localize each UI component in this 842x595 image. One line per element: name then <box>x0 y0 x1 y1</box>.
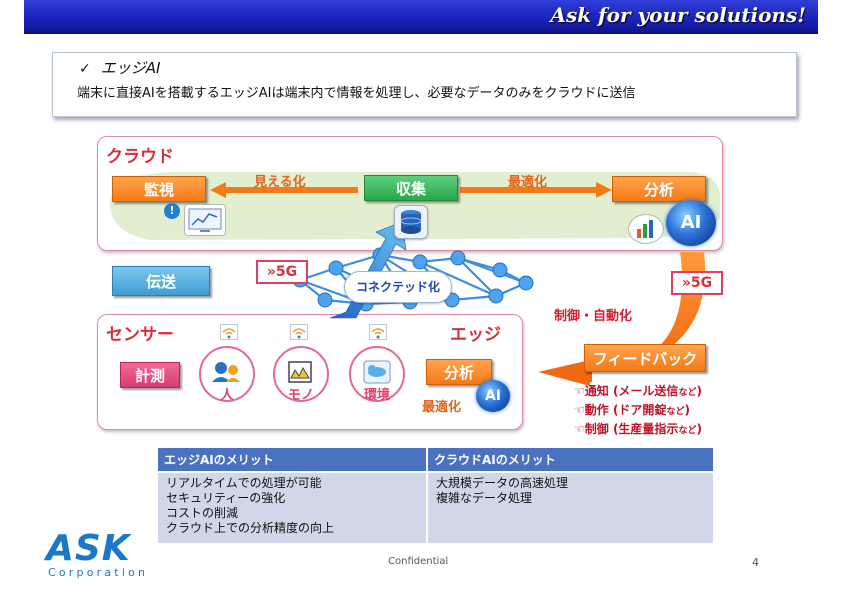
edge-merit-cell: リアルタイムでの処理が可能 セキュリティーの強化 コストの削減 クラウド上での分… <box>158 473 426 543</box>
cloud-merit-item: 複雑なデータ処理 <box>436 491 533 505</box>
thing-circle <box>273 346 329 402</box>
person-circle <box>199 346 255 402</box>
logo-name: ASK <box>46 528 131 569</box>
wifi-icon-environment <box>369 324 387 340</box>
top-banner: Ask for your solutions! <box>24 0 818 34</box>
monitor-button: 監視 <box>112 176 206 202</box>
edge-merit-item: セキュリティーの強化 <box>166 491 286 505</box>
ai-ball-cloud-icon: AI <box>666 200 716 246</box>
edge-merit-item: リアルタイムでの処理が可能 <box>166 476 322 490</box>
note-action: ☜動作 (ドア開錠など) <box>574 403 690 417</box>
collect-button: 収集 <box>364 175 458 201</box>
visualize-label: 見える化 <box>254 175 306 190</box>
cloud-merit-item: 大規模データの高速処理 <box>436 476 569 490</box>
optimize-edge-label: 最適化 <box>422 400 462 415</box>
intro-title-text: エッジAI <box>100 59 161 77</box>
5g-left-badge: »5G <box>256 260 308 284</box>
page-number: 4 <box>752 556 759 569</box>
transmit-button: 伝送 <box>112 266 210 296</box>
cloud-title: クラウド <box>106 147 174 167</box>
database-cylinder-icon <box>400 210 422 234</box>
edge-merit-item: コストの削減 <box>166 506 239 520</box>
intro-title: ✓ エッジAI <box>79 57 160 78</box>
feedback-button: フィードバック <box>584 344 706 372</box>
wifi-icon-thing <box>290 324 308 340</box>
alert-icon: ! <box>164 203 180 219</box>
monitor-screen-icon <box>184 204 226 236</box>
note-notification: ☜通知 (メール送信など) <box>574 384 702 398</box>
cloud-merit-cell: 大規模データの高速処理 複雑なデータ処理 <box>428 473 713 543</box>
edge-title: エッジ <box>450 325 501 345</box>
bar-chart-icon <box>628 214 664 244</box>
people-icon <box>212 362 240 382</box>
5g-right-badge: »5G <box>671 271 723 295</box>
ask-logo: ASK Corporation <box>46 531 156 581</box>
cloud-weather-icon <box>363 360 391 384</box>
intro-box: ✓ エッジAI 端末に直接AIを搭載するエッジAIは端末内で情報を処理し、必要なデ… <box>52 52 797 117</box>
note-control: ☜制御 (生産量指示など) <box>574 422 702 436</box>
environment-circle <box>349 346 405 402</box>
factory-icon <box>288 361 312 383</box>
analyze-cloud-button: 分析 <box>612 176 706 202</box>
wifi-icon-person <box>220 324 238 340</box>
thing-label: モノ <box>287 388 314 403</box>
optimize-cloud-label: 最適化 <box>508 175 548 190</box>
logo-subtitle: Corporation <box>48 566 149 579</box>
line-chart-icon <box>188 208 222 232</box>
database-icon <box>394 205 428 239</box>
ai-ball-edge-icon: AI <box>476 380 510 412</box>
person-label: 人 <box>220 388 234 403</box>
environment-label: 環境 <box>363 388 390 403</box>
check-icon: ✓ <box>79 61 91 77</box>
feedback-notes: ☜通知 (メール送信など) ☜動作 (ドア開錠など) ☜制御 (生産量指示など) <box>574 383 702 440</box>
slogan: Ask for your solutions! <box>550 3 806 27</box>
merit-table: エッジAIのメリット クラウドAIのメリット リアルタイムでの処理が可能 セキュ… <box>156 446 715 545</box>
sensor-title: センサー <box>106 325 174 345</box>
confidential-label: Confidential <box>388 556 449 567</box>
intro-description: 端末に直接AIを搭載するエッジAIは端末内で情報を処理し、必要なデータのみをクラ… <box>77 86 636 101</box>
analyze-edge-button: 分析 <box>426 359 492 385</box>
connected-label: コネクテッド化 <box>344 271 452 303</box>
cloud-merit-header: クラウドAIのメリット <box>428 448 713 471</box>
edge-merit-header: エッジAIのメリット <box>158 448 426 471</box>
measure-button: 計測 <box>120 362 180 388</box>
edge-merit-item: クラウド上での分析精度の向上 <box>166 521 335 535</box>
control-automation-label: 制御・自動化 <box>554 309 633 324</box>
